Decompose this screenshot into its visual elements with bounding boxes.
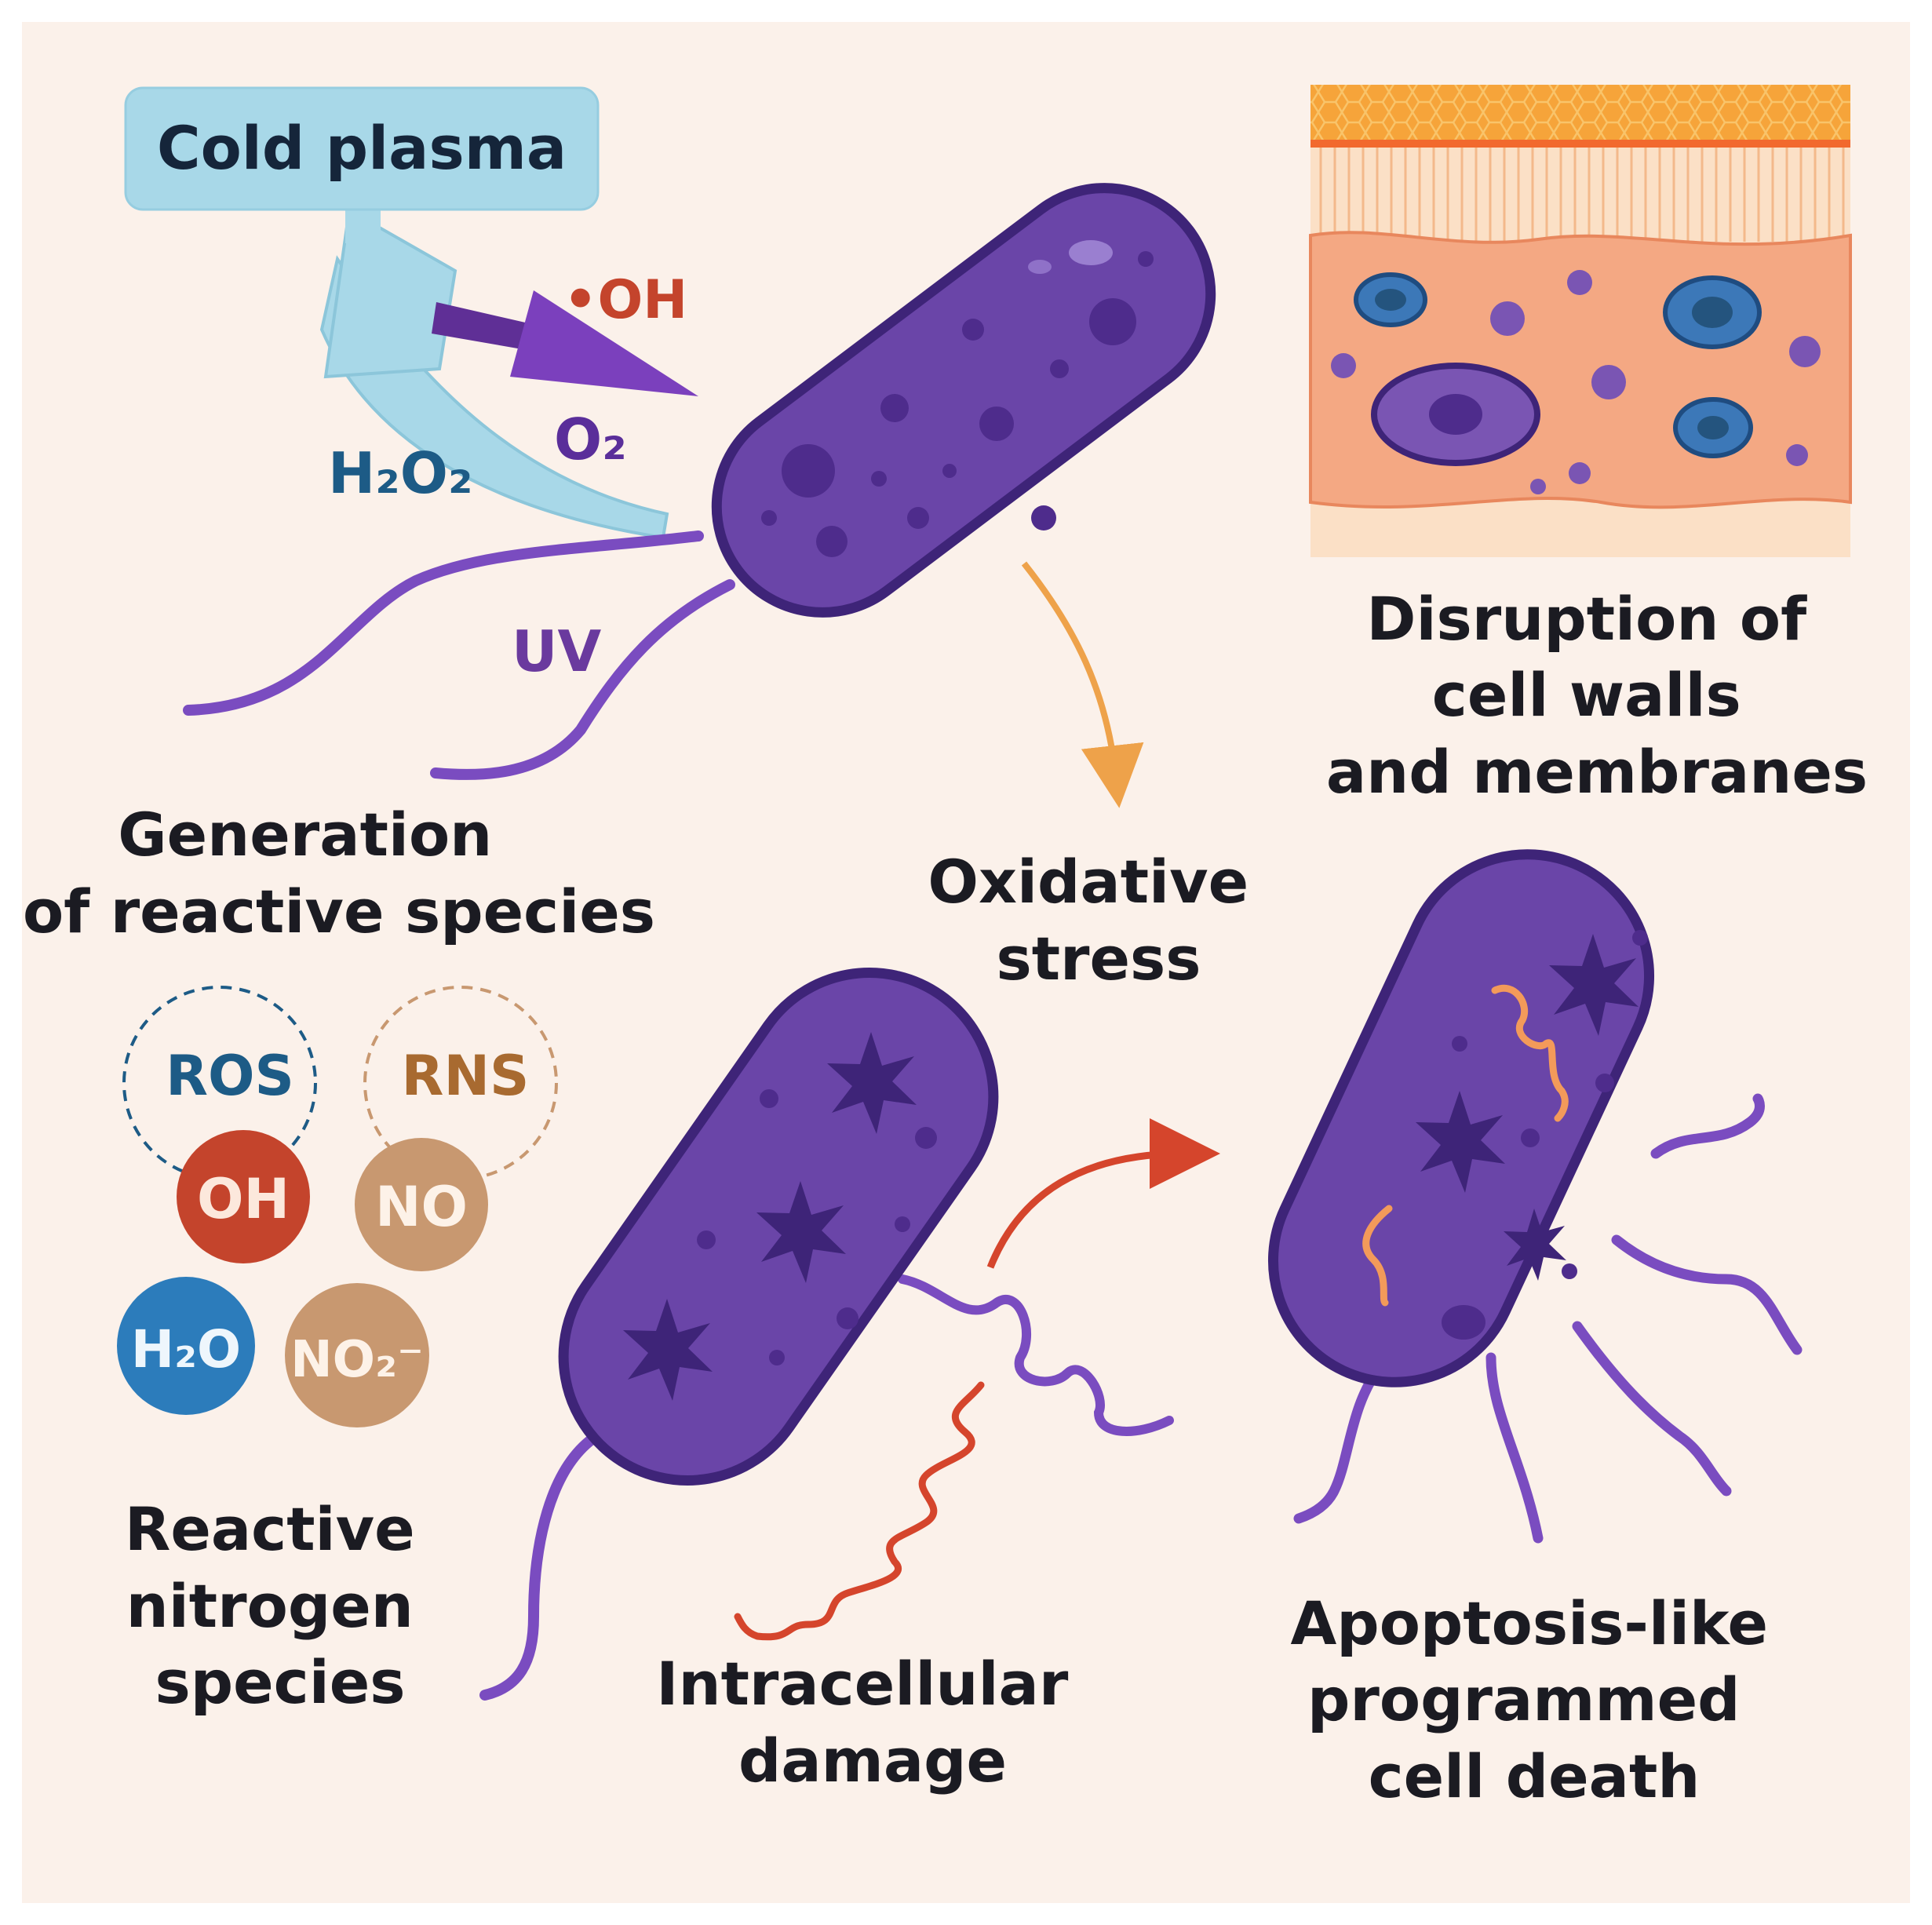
damaged-dna-squiggle — [734, 1381, 985, 1641]
damage-star — [827, 1032, 917, 1134]
oxidative-stress-arrow — [1021, 561, 1144, 808]
disruption-caption: Disruption of cell walls and membranes — [1326, 584, 1868, 807]
bacterium-top — [183, 183, 1216, 780]
generation-caption: Generation of reactive species — [23, 800, 655, 946]
tissue-cross-section — [1309, 85, 1852, 557]
progression-arrow — [986, 1118, 1220, 1269]
flagellum — [183, 530, 704, 716]
flagellum — [1572, 1321, 1732, 1497]
flagellum — [479, 1431, 602, 1701]
device-nozzle — [323, 207, 457, 379]
no-molecule — [355, 1138, 488, 1271]
apoptosis-caption: Apoptosis-like programmed cell death — [1290, 1588, 1788, 1811]
h2o-molecule-label: H₂O — [131, 1319, 241, 1380]
oh-molecule — [177, 1130, 310, 1263]
bacterium-damaged — [479, 968, 1174, 1701]
emission-arrow — [432, 302, 549, 353]
h2o-molecule — [117, 1277, 255, 1415]
flagellum — [1650, 1093, 1765, 1159]
bacterium-body — [711, 183, 1216, 618]
damage-star — [1504, 1209, 1566, 1281]
ros-group-outline — [122, 986, 317, 1180]
no-molecule-label: NO — [375, 1175, 468, 1239]
rns-caption: Reactive nitrogen species — [125, 1494, 436, 1717]
damage-star — [623, 1299, 713, 1401]
flagellum — [1485, 1352, 1544, 1544]
dna-fragment — [1362, 1205, 1393, 1307]
oxygen-label: O₂ — [554, 407, 627, 472]
damage-star — [1549, 934, 1639, 1036]
emission-arrowhead — [510, 290, 698, 396]
cold-plasma-device: Cold plasma — [124, 86, 698, 540]
intracellular-damage-caption: Intracellular damage — [656, 1649, 1089, 1796]
rns-group-outline — [363, 986, 558, 1180]
flagellum — [430, 579, 735, 780]
cold-plasma-label: Cold plasma — [157, 113, 567, 183]
no2-molecule — [285, 1283, 429, 1427]
cold-plasma-label-box — [124, 86, 600, 211]
hydrogen-peroxide-label: H₂O₂ — [328, 440, 473, 506]
bacterium-apoptotic — [1267, 849, 1803, 1544]
flagellum — [1611, 1234, 1803, 1355]
flagellum-wavy — [898, 1274, 1174, 1436]
oh-molecule-label: OH — [197, 1167, 290, 1231]
dna-fragment — [1491, 984, 1569, 1122]
damage-star — [1416, 1091, 1505, 1193]
ros-label: ROS — [166, 1044, 294, 1108]
oh-radical-label: •OH — [563, 269, 687, 331]
uv-label: UV — [512, 618, 601, 684]
oxidative-stress-caption: Oxidative stress — [928, 847, 1269, 993]
no2-molecule-label: NO₂⁻ — [290, 1331, 424, 1389]
flagellum — [1293, 1360, 1387, 1524]
damage-star — [756, 1181, 846, 1283]
rns-label: RNS — [402, 1044, 530, 1108]
